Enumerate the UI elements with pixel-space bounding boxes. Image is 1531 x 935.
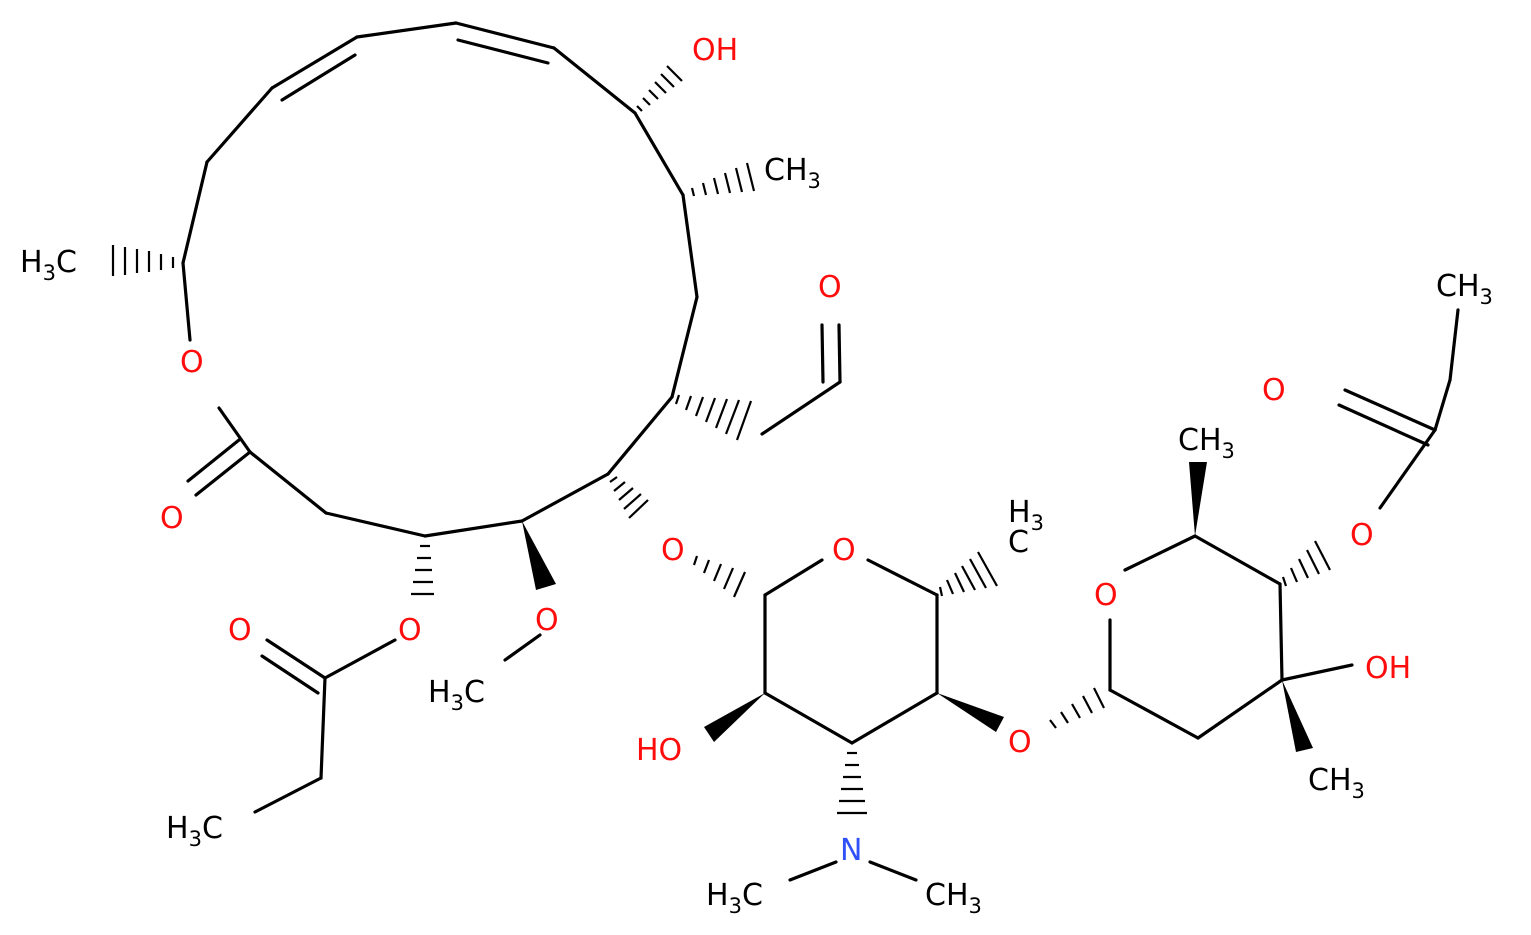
label-ch3-sugar2-top: CH3 bbox=[1178, 423, 1235, 463]
label-ch3-sugar2-bottom: CH3 bbox=[1308, 763, 1365, 803]
label-h3-sugar1: H3 bbox=[1008, 495, 1044, 535]
sugar1-bonds bbox=[692, 551, 1004, 882]
label-h3c-propionyl-left: H3C bbox=[166, 811, 223, 851]
label-o-lactone-carbonyl: O bbox=[160, 501, 184, 536]
label-o-glycoside: O bbox=[661, 533, 685, 568]
label-o-ester-right: O bbox=[1350, 518, 1374, 553]
label-c-sugar1: C bbox=[1008, 525, 1029, 560]
label-h3c-methoxy: H3C bbox=[428, 675, 485, 715]
label-o-glycoside2: O bbox=[1008, 725, 1032, 760]
label-o-ring-ester: O bbox=[180, 345, 204, 380]
label-o-aldehyde: O bbox=[818, 270, 842, 305]
label-oh-sugar2: OH bbox=[1365, 651, 1411, 686]
label-o-ester-left: O bbox=[398, 613, 422, 648]
macrocycle-bonds bbox=[181, 21, 699, 538]
label-oh-top: OH bbox=[692, 33, 738, 68]
label-o-sugar2-ring: O bbox=[1094, 578, 1118, 613]
label-h3c-left: H3C bbox=[20, 245, 77, 285]
label-ch3-ring: CH3 bbox=[764, 153, 821, 193]
sugar2-bonds bbox=[1049, 308, 1460, 752]
label-o-ester-left-carbonyl: O bbox=[228, 613, 252, 648]
label-o-ester-right-carbonyl: O bbox=[1262, 373, 1286, 408]
label-ho-sugar1: HO bbox=[636, 733, 682, 768]
stereo-bonds bbox=[111, 65, 842, 814]
label-n-dimethyl: N bbox=[840, 833, 862, 868]
label-ch3-n-right: CH3 bbox=[925, 878, 982, 918]
atom-labels: OH CH3 H3C O O O O O H3C O H3C O O H3 C … bbox=[20, 33, 1493, 918]
label-h3c-n-left: H3C bbox=[706, 878, 763, 918]
label-o-methoxy: O bbox=[535, 603, 559, 638]
label-o-sugar1-ring: O bbox=[832, 533, 856, 568]
label-ch3-propionyl-right: CH3 bbox=[1436, 269, 1493, 309]
